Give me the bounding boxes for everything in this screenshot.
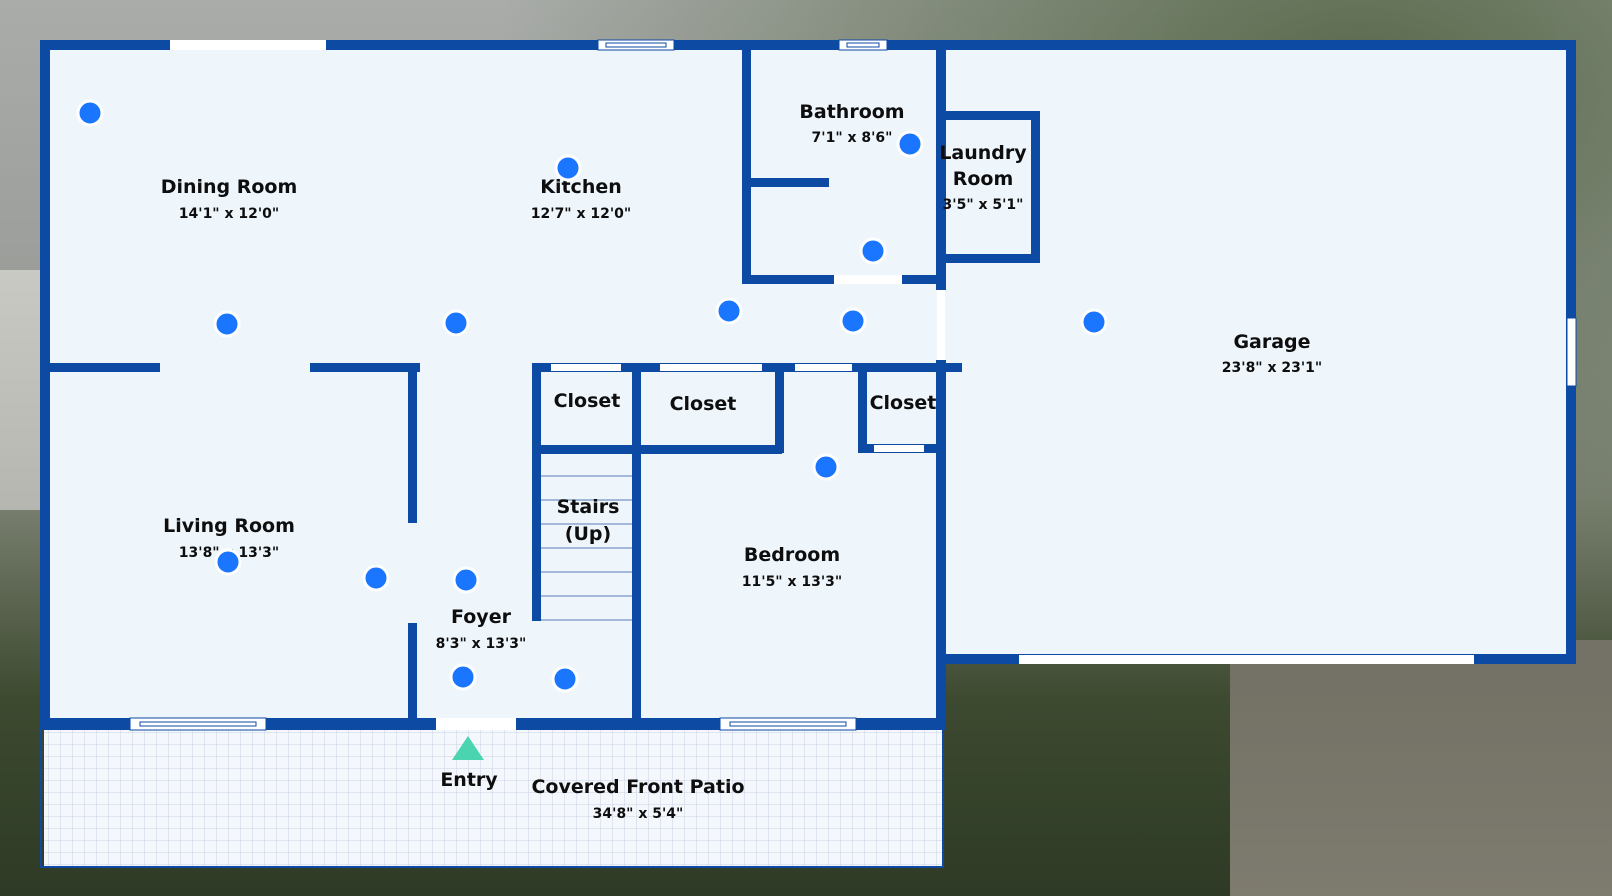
background-neighbor-house xyxy=(0,270,40,510)
entry-label: Entry xyxy=(440,769,498,791)
laundry-name-line2: Room xyxy=(953,168,1014,190)
patio-dims: 34'8" x 5'4" xyxy=(593,806,684,822)
viewpoint-marker[interactable] xyxy=(839,307,867,335)
laundry-name-line1: Laundry xyxy=(939,142,1027,164)
viewpoint-marker[interactable] xyxy=(452,566,480,594)
viewpoint-marker[interactable] xyxy=(442,309,470,337)
viewpoint-marker[interactable] xyxy=(551,665,579,693)
patio-floor xyxy=(44,728,944,868)
windows-and-doors xyxy=(129,39,1577,731)
closet-1-name: Closet xyxy=(554,390,621,412)
foyer-name: Foyer xyxy=(451,606,512,628)
stairs-name-line1: Stairs xyxy=(557,496,620,518)
viewpoint-marker[interactable] xyxy=(812,453,840,481)
viewpoint-marker[interactable] xyxy=(213,310,241,338)
dining-room-name: Dining Room xyxy=(161,176,298,198)
garage-floor xyxy=(942,44,1567,660)
background-driveway xyxy=(1230,640,1612,896)
garage-dims: 23'8" x 23'1" xyxy=(1222,360,1322,376)
floors xyxy=(44,44,1567,868)
kitchen-dims: 12'7" x 12'0" xyxy=(531,206,631,222)
viewpoint-marker[interactable] xyxy=(554,154,582,182)
dining-room-dims: 14'1" x 12'0" xyxy=(179,206,279,222)
living-room-name: Living Room xyxy=(163,515,295,537)
room-labels: Dining Room 14'1" x 12'0" Kitchen 12'7" … xyxy=(161,101,1323,822)
viewpoint-marker[interactable] xyxy=(715,297,743,325)
viewpoint-marker[interactable] xyxy=(896,130,924,158)
bedroom-name: Bedroom xyxy=(744,544,840,566)
bathroom-dims: 7'1" x 8'6" xyxy=(812,130,893,146)
stairs-name-line2: (Up) xyxy=(565,523,611,545)
viewpoint-marker[interactable] xyxy=(859,237,887,265)
stairs-treads xyxy=(541,475,632,621)
garage-name: Garage xyxy=(1233,331,1310,353)
closet-3-name: Closet xyxy=(870,392,937,414)
laundry-dims: 3'5" x 5'1" xyxy=(943,197,1024,213)
foyer-dims: 8'3" x 13'3" xyxy=(436,636,527,652)
viewpoint-marker[interactable] xyxy=(214,548,242,576)
bathroom-name: Bathroom xyxy=(799,101,904,123)
main-floor xyxy=(44,44,942,724)
viewpoint-marker[interactable] xyxy=(1080,308,1108,336)
viewpoint-markers[interactable] xyxy=(76,99,1108,693)
bedroom-dims: 11'5" x 13'3" xyxy=(742,574,842,590)
entry-arrow-icon xyxy=(452,736,484,760)
kitchen-name: Kitchen xyxy=(540,176,622,198)
closet-2-name: Closet xyxy=(670,393,737,415)
patio-name: Covered Front Patio xyxy=(531,776,744,798)
viewpoint-marker[interactable] xyxy=(362,564,390,592)
viewpoint-marker[interactable] xyxy=(449,663,477,691)
viewpoint-marker[interactable] xyxy=(76,99,104,127)
